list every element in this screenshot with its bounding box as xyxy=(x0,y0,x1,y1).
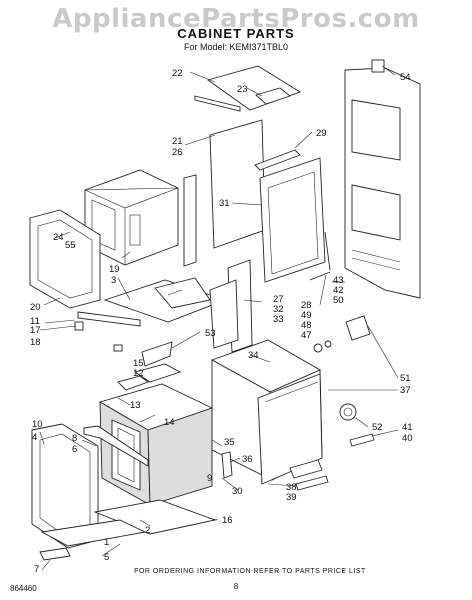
callout-54: 54 xyxy=(400,72,411,83)
callout-12: 12 xyxy=(133,368,144,379)
callout-22: 22 xyxy=(172,68,183,79)
callout-21: 21 xyxy=(172,136,183,147)
callout-3: 3 xyxy=(111,275,116,286)
callout-6: 6 xyxy=(72,444,77,455)
watermark: AppliancePartsPros.com xyxy=(52,4,420,34)
small-hardware-parts xyxy=(141,231,371,367)
callout-18: 18 xyxy=(30,337,41,348)
cabinet-wrapper-part xyxy=(344,59,421,299)
callout-9: 9 xyxy=(207,473,212,484)
callout-50: 50 xyxy=(333,295,344,306)
callout-28: 28 xyxy=(301,300,312,311)
callout-16: 16 xyxy=(222,515,233,526)
callout-36: 36 xyxy=(242,454,253,465)
model-line: For Model: KEMI371TBL0 xyxy=(183,42,289,52)
page-number: 8 xyxy=(233,582,239,591)
callout-49: 49 xyxy=(301,310,312,321)
callout-27: 27 xyxy=(273,294,284,305)
oven-door-part xyxy=(31,423,149,549)
callout-10: 10 xyxy=(32,419,43,430)
callout-15: 15 xyxy=(133,358,144,369)
callout-53: 53 xyxy=(205,328,216,339)
callout-37: 37 xyxy=(400,385,411,396)
ordering-note: FOR ORDERING INFORMATION REFER TO PARTS … xyxy=(134,568,366,575)
side-panel-part xyxy=(183,119,266,267)
callout-23: 23 xyxy=(237,84,248,95)
callout-38: 38 xyxy=(286,482,297,493)
callout-34: 34 xyxy=(248,350,259,361)
document-number: 864460 xyxy=(10,584,37,593)
page-title: CABINET PARTS xyxy=(177,26,295,41)
callout-19: 19 xyxy=(109,264,120,275)
top-panel-part xyxy=(194,65,302,112)
callout-13: 13 xyxy=(130,400,141,411)
callout-7: 7 xyxy=(34,564,39,575)
bottom-plate-part xyxy=(39,499,217,561)
callout-47: 47 xyxy=(301,330,312,341)
callout-14: 14 xyxy=(164,417,175,428)
callout-40: 40 xyxy=(402,433,413,444)
callout-31: 31 xyxy=(219,198,230,209)
callout-2: 2 xyxy=(145,525,150,536)
callout-33: 33 xyxy=(273,314,284,325)
callout-55: 55 xyxy=(65,240,76,251)
leader-lines xyxy=(39,65,399,571)
shelf-part xyxy=(74,277,227,352)
callout-1: 1 xyxy=(104,537,109,548)
callout-52: 52 xyxy=(372,422,383,433)
callout-43: 43 xyxy=(333,275,344,286)
inner-panel-part xyxy=(254,149,326,283)
lower-bracket-parts xyxy=(221,433,375,491)
callout-42: 42 xyxy=(333,285,344,296)
callout-35: 35 xyxy=(224,437,235,448)
callout-8: 8 xyxy=(72,433,77,444)
callout-labels: 22 23 54 29 21 26 31 24 55 19 3 20 11 17… xyxy=(30,68,413,575)
callout-32: 32 xyxy=(273,304,284,315)
callout-24: 24 xyxy=(53,232,64,243)
callout-30: 30 xyxy=(232,486,243,497)
duct-part xyxy=(209,259,253,353)
callout-41: 41 xyxy=(402,422,413,433)
door-frame-part xyxy=(29,209,101,309)
callout-26: 26 xyxy=(172,147,183,158)
callout-51: 51 xyxy=(400,373,411,384)
callout-20: 20 xyxy=(30,302,41,313)
callout-5: 5 xyxy=(104,552,109,563)
callout-39: 39 xyxy=(286,492,297,503)
callout-11: 11 xyxy=(30,316,40,327)
callout-48: 48 xyxy=(301,320,312,331)
callout-29: 29 xyxy=(316,128,327,139)
callout-17: 17 xyxy=(30,325,41,336)
callout-4: 4 xyxy=(32,432,37,443)
base-cabinet-part xyxy=(210,339,357,485)
oven-cavity-part xyxy=(98,363,214,506)
